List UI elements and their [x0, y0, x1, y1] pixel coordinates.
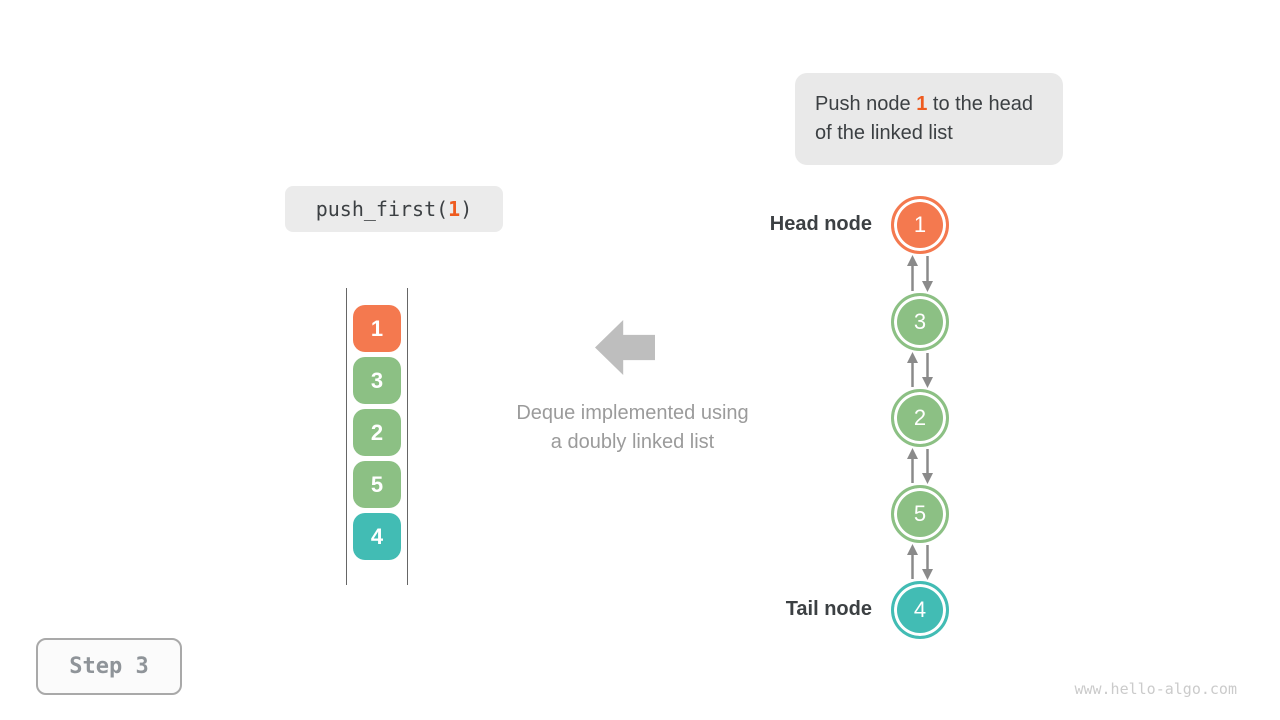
- list-node-3: 3: [891, 293, 949, 351]
- callout-text-prefix: Push node: [815, 93, 917, 115]
- code-suffix: ): [460, 197, 473, 221]
- code-prefix: push_first(: [315, 197, 449, 221]
- link-arrow-pair-1: [907, 352, 933, 388]
- caption-line-1: Deque implemented using: [516, 402, 749, 424]
- list-node-1: 1: [891, 196, 949, 254]
- left-block-arrow-icon: [595, 320, 655, 375]
- step-badge: Step 3: [36, 638, 182, 695]
- link-arrow-pair-3: [907, 544, 933, 580]
- list-node-2: 2: [891, 389, 949, 447]
- list-node-4: 4: [891, 581, 949, 639]
- callout-box: Push node 1 to the head of the linked li…: [795, 73, 1063, 165]
- tail-node-label: Tail node: [785, 598, 872, 620]
- watermark-text: www.hello-algo.com: [1074, 680, 1237, 698]
- head-node-label: Head node: [769, 213, 872, 235]
- linked-list: 1 3 2 5 4: [880, 190, 960, 650]
- stack-item-3: 3: [353, 357, 401, 404]
- code-arg-value: 1: [448, 197, 461, 221]
- callout-highlight-value: 1: [916, 93, 928, 115]
- stack-item-5: 5: [353, 461, 401, 508]
- deque-stack: 1 3 2 5 4: [346, 288, 408, 585]
- stack-item-4: 4: [353, 513, 401, 560]
- link-arrows: [907, 255, 933, 580]
- callout-text-suffix: to the head of the linked list: [815, 93, 1033, 144]
- stack-item-2: 2: [353, 409, 401, 456]
- stack-item-1: 1: [353, 305, 401, 352]
- list-node-5: 5: [891, 485, 949, 543]
- deque-caption: Deque implemented using a doubly linked …: [470, 399, 795, 457]
- link-arrow-pair-2: [907, 448, 933, 484]
- link-arrow-pair-0: [907, 255, 933, 292]
- caption-line-2: a doubly linked list: [550, 431, 715, 453]
- operation-code-box: push_first(1): [285, 186, 503, 232]
